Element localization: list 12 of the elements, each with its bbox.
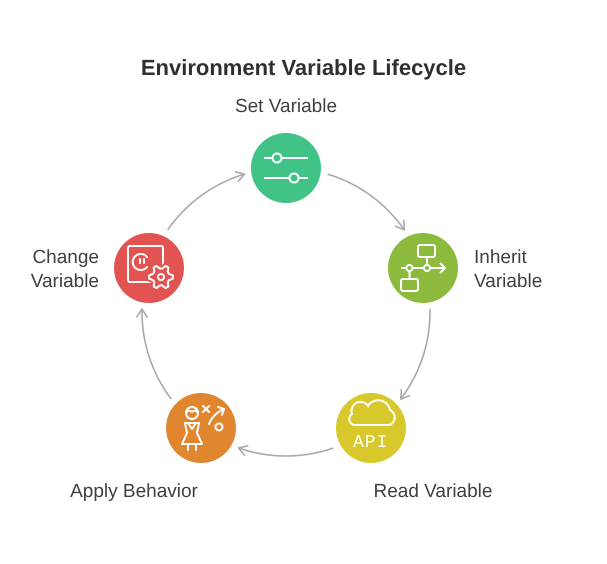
cycle-arrow [136, 308, 172, 400]
cycle-arrow [327, 173, 406, 231]
cycle-arrow [167, 170, 246, 230]
step-label: Inherit Variable [474, 246, 544, 294]
step-label: Set Variable [234, 95, 338, 119]
step-label: Change Variable [30, 246, 99, 294]
icon-text: API [352, 434, 388, 452]
step-label: Apply Behavior [69, 480, 199, 504]
cycle-arrow [238, 445, 334, 457]
cycle-arrow [400, 308, 431, 400]
diagram-title: Environment Variable Lifecycle [140, 54, 468, 82]
step-label: Read Variable [372, 480, 494, 504]
